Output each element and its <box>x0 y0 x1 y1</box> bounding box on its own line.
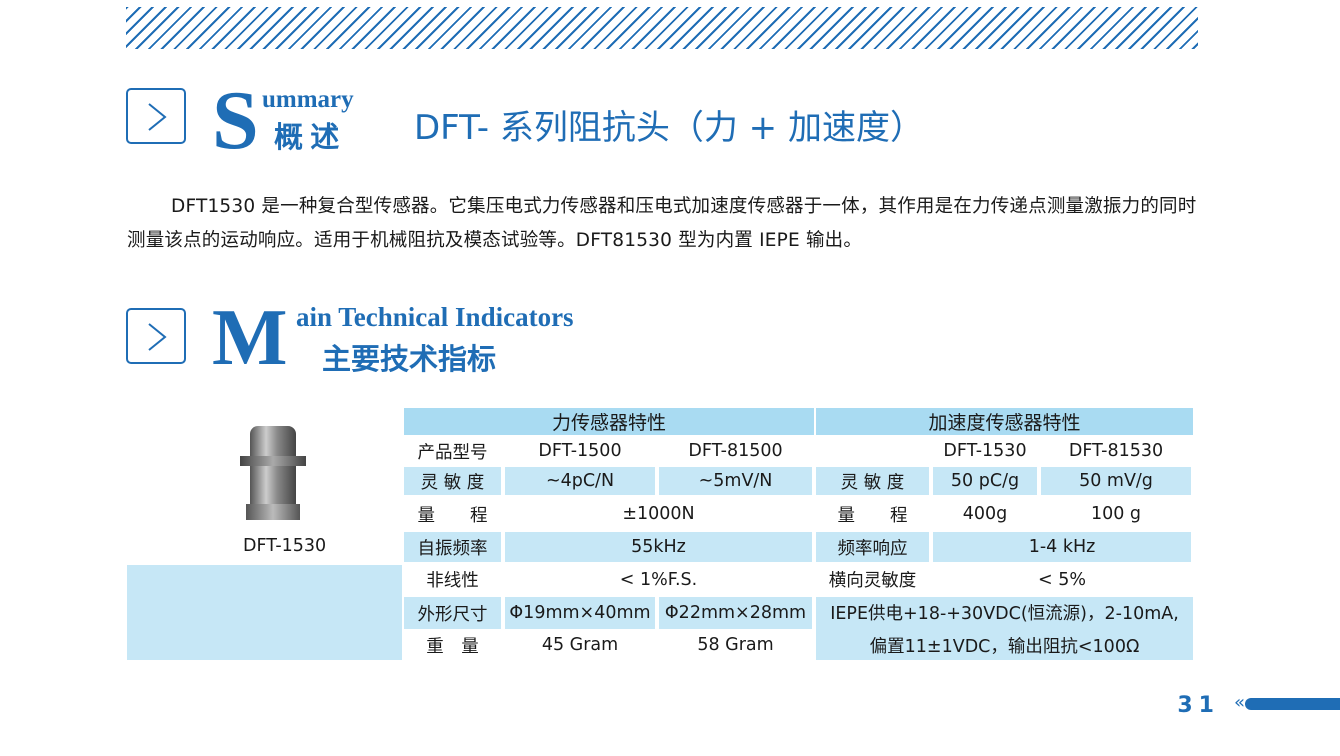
row-label: 外形尺寸 <box>404 597 501 629</box>
table-cell: ~4pC/N <box>505 467 655 495</box>
iepe-cell: IEPE供电+18-+30VDC(恒流源)，2-10mA, 偏置11±1VDC，输… <box>816 597 1193 660</box>
summary-paragraph: DFT1530 是一种复合型传感器。它集压电式力传感器和压电式加速度传感器于一体… <box>127 196 1197 251</box>
table-cell: DFT-81530 <box>1068 441 1164 461</box>
double-chevron-left-icon: « <box>1234 692 1246 713</box>
iepe-line-2: 偏置11±1VDC，输出阻抗<100Ω <box>869 636 1140 657</box>
row-label: 灵 敏 度 <box>404 467 501 495</box>
table-cell: 45 Gram <box>541 635 619 655</box>
page-number: 31 <box>1177 693 1220 718</box>
table-cell: 50 pC/g <box>933 467 1037 495</box>
indicators-word: ain Technical Indicators <box>296 302 574 332</box>
chevron-right-icon <box>126 308 186 364</box>
row-label: 产品型号 <box>417 442 488 463</box>
table-cell: DFT-1500 <box>538 441 622 461</box>
iepe-line-1: IEPE供电+18-+30VDC(恒流源)，2-10mA, <box>830 603 1179 624</box>
table-cell: 1-4 kHz <box>933 532 1191 562</box>
row-label: 频率响应 <box>816 532 929 562</box>
indicators-cn: 主要技术指标 <box>322 344 497 376</box>
row-label: 横向灵敏度 <box>828 571 917 591</box>
table-cell: Φ22mm×28mm <box>659 597 812 629</box>
summary-word: ummary <box>262 86 354 113</box>
row-label: 自振频率 <box>404 532 501 562</box>
product-info-panel <box>127 565 402 660</box>
decorative-stripe-banner <box>126 7 1198 49</box>
table-cell: ±1000N <box>622 504 695 524</box>
force-sensor-header: 力传感器特性 <box>404 408 814 435</box>
table-cell: 400g <box>962 504 1008 524</box>
row-label <box>816 437 929 465</box>
table-cell: 50 mV/g <box>1041 467 1191 495</box>
table-cell: 55kHz <box>505 532 812 562</box>
product-image <box>236 420 312 522</box>
table-cell: < 1%F.S. <box>619 569 698 590</box>
table-cell: DFT-81500 <box>688 441 783 461</box>
summary-initial: S <box>212 74 259 167</box>
row-label: 非线性 <box>426 571 479 591</box>
row-label: 量 程 <box>837 505 908 526</box>
table-cell: < 5% <box>1038 569 1086 590</box>
accel-sensor-header: 加速度传感器特性 <box>816 408 1193 435</box>
chevron-right-icon <box>126 88 186 144</box>
indicators-initial: M <box>212 294 288 382</box>
product-caption: DFT-1530 <box>243 536 327 556</box>
row-label: 灵 敏 度 <box>816 467 929 495</box>
summary-cn: 概 述 <box>274 122 340 154</box>
page-title: DFT- 系列阻抗头（力 + 加速度） <box>414 108 924 148</box>
row-label: 量 程 <box>417 505 488 526</box>
page-footer-bar <box>1245 698 1340 710</box>
table-cell: Φ19mm×40mm <box>505 597 655 629</box>
table-cell: DFT-1530 <box>943 441 1027 461</box>
table-cell: ~5mV/N <box>659 467 812 495</box>
table-cell: 100 g <box>1090 504 1142 524</box>
row-label: 重 量 <box>426 636 479 657</box>
table-cell: 58 Gram <box>697 635 774 655</box>
